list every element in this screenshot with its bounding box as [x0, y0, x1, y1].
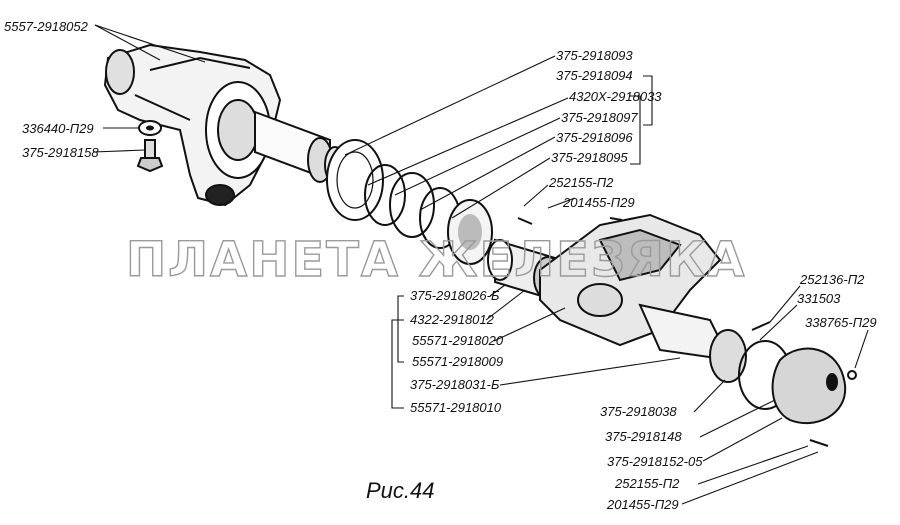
figure-caption: Рис.44	[366, 478, 435, 503]
watermark: ПЛАНЕТА ЖЕЛЕЗЯКА	[126, 232, 746, 288]
right-hub	[638, 303, 847, 425]
label-375-2918093: 375-2918093	[556, 48, 633, 63]
label-375-2918031-b: 375-2918031-Б	[410, 377, 500, 392]
label-375-2918152-05: 375-2918152-05	[607, 454, 703, 469]
label-55571-2918010: 55571-2918010	[410, 400, 502, 415]
label-201455-p29-top: 201455-П29	[562, 195, 635, 210]
label-375-2918158: 375-2918158	[22, 145, 99, 160]
label-4322-2918012: 4322-2918012	[410, 312, 495, 327]
small-bolts	[517, 217, 857, 447]
label-252136-p2: 252136-П2	[799, 272, 865, 287]
label-5557-2918052: 5557-2918052	[4, 19, 89, 34]
label-252155-p2-bottom: 252155-П2	[614, 476, 680, 491]
label-375-2918095: 375-2918095	[551, 150, 628, 165]
label-375-2918094: 375-2918094	[556, 68, 633, 83]
label-375-2918148: 375-2918148	[605, 429, 682, 444]
label-375-2918038: 375-2918038	[600, 404, 677, 419]
label-375-2918026-b: 375-2918026-Б	[410, 288, 500, 303]
seal-rings	[364, 164, 493, 265]
label-375-2918096: 375-2918096	[556, 130, 633, 145]
central-knuckle	[539, 213, 722, 347]
parts-drawing	[103, 43, 857, 447]
label-201455-p29-bottom: 201455-П29	[606, 497, 679, 512]
label-338765-p29: 338765-П29	[805, 315, 877, 330]
label-4320x-2918033: 4320Х-2918033	[569, 89, 662, 104]
part-labels: 5557-2918052 336440-П29 375-2918158 375-…	[4, 19, 877, 512]
label-252155-p2-top: 252155-П2	[548, 175, 614, 190]
leader-lines	[92, 24, 869, 505]
label-55571-2918020: 55571-2918020	[412, 333, 504, 348]
label-375-2918097: 375-2918097	[561, 110, 638, 125]
label-331503: 331503	[797, 291, 841, 306]
bolt-and-washer	[136, 120, 164, 173]
label-336440-p29: 336440-П29	[22, 121, 94, 136]
label-55571-2918009: 55571-2918009	[412, 354, 503, 369]
flange-plate	[326, 139, 384, 221]
left-housing	[103, 43, 282, 207]
